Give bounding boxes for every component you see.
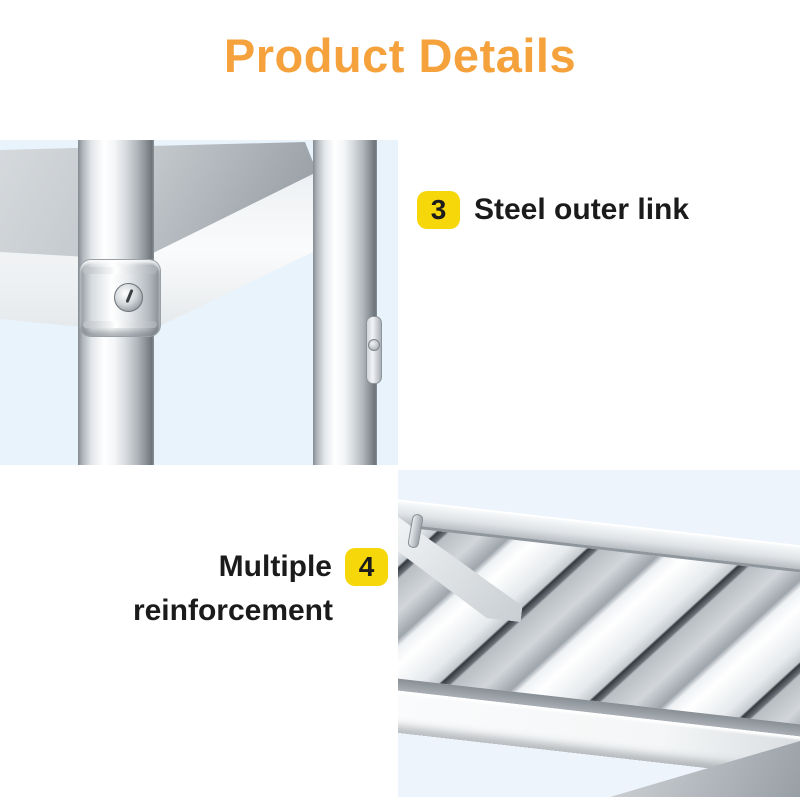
clamp-bottom-ridge [83, 321, 157, 328]
right-pole [313, 140, 377, 465]
feature-4-number-badge: 4 [345, 548, 388, 586]
table-underside [398, 496, 800, 793]
steel-outer-link-photo [0, 140, 398, 465]
feature-4-text-line2: reinforcement [132, 594, 333, 627]
feature-4-line1: Multiple 4 [110, 548, 388, 586]
feature-4-label: Multiple 4 reinforcement [110, 548, 388, 628]
feature-3-text: Steel outer link [474, 193, 690, 226]
clamp-top-ridge [83, 267, 157, 274]
feature-3-label: 3 Steel outer link [417, 191, 689, 229]
feature-3-number-badge: 3 [417, 191, 460, 229]
feature-4-text-line1: Multiple [218, 550, 332, 583]
page-title: Product Details [223, 29, 577, 82]
multiple-reinforcement-photo [398, 470, 800, 797]
latch-screw [368, 339, 380, 351]
